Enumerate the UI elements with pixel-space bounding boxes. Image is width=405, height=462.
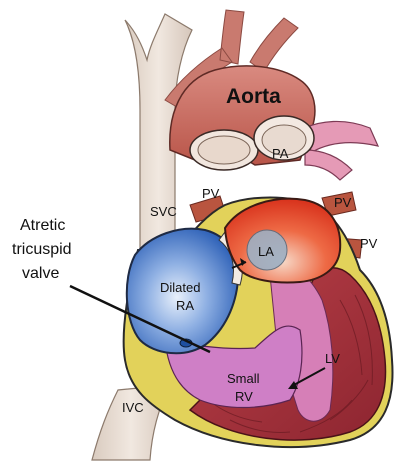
la-label: LA (258, 244, 274, 259)
dilated-ra-label-line1: Dilated (160, 280, 200, 295)
pv-lower-right-label: PV (360, 236, 378, 251)
atretic-label-line2: tricuspid (12, 241, 72, 258)
dilated-ra-label-line2: RA (176, 298, 194, 313)
svc-label: SVC (150, 204, 177, 219)
pv-upper-right-label: PV (334, 195, 352, 210)
small-rv-label-line1: Small (227, 371, 260, 386)
pa-branch-lower (305, 150, 352, 180)
small-rv-label-line2: RV (235, 389, 253, 404)
ivc-label: IVC (122, 400, 144, 415)
pv-left-label: PV (202, 186, 220, 201)
aorta-label: Aorta (226, 85, 281, 108)
pa-label: PA (272, 146, 289, 161)
atretic-label-line3: valve (22, 265, 59, 282)
atretic-label-line1: Atretic (20, 217, 65, 234)
lv-label: LV (325, 351, 340, 366)
